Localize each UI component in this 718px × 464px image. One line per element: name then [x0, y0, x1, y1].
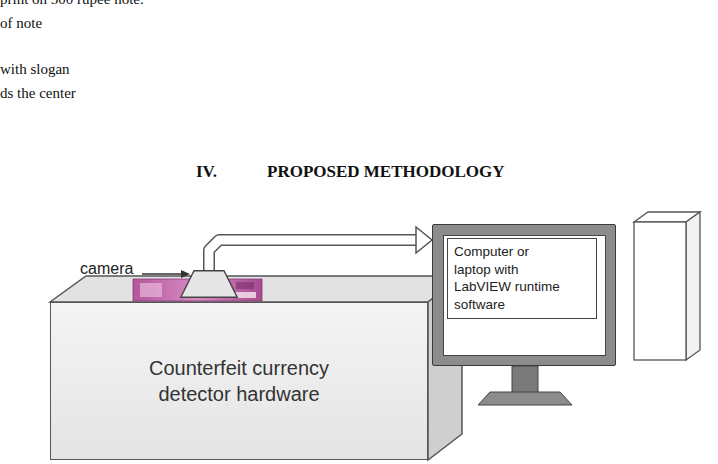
arrow-head	[416, 227, 432, 253]
camera-shape	[180, 270, 238, 298]
computer-monitor: Computer or laptop with LabVIEW runtime …	[432, 224, 616, 366]
text-fragment: with slogan	[0, 61, 70, 78]
leader-arrow	[142, 270, 190, 278]
pc-tower	[634, 212, 700, 360]
camera-node: camera	[180, 270, 238, 298]
hardware-label: Counterfeit currency detector hardware	[114, 355, 364, 407]
cable-arrow	[209, 227, 432, 270]
hardware-box: Counterfeit currency detector hardware	[50, 302, 428, 460]
monitor-neck	[512, 366, 538, 393]
camera-label: camera	[80, 259, 172, 280]
section-number: IV.	[196, 162, 217, 182]
cable-outline	[209, 240, 416, 270]
section-heading: PROPOSED METHODOLOGY	[267, 162, 505, 182]
monitor-base	[478, 392, 572, 405]
monitor-text: Computer or laptop with LabVIEW runtime …	[447, 238, 597, 319]
text-fragment: of note	[0, 15, 42, 32]
box-top-face	[50, 276, 462, 302]
cable-core	[209, 240, 416, 270]
text-fragment: print on 500 rupee note.	[0, 0, 144, 8]
text-fragment: ds the center	[0, 85, 76, 102]
